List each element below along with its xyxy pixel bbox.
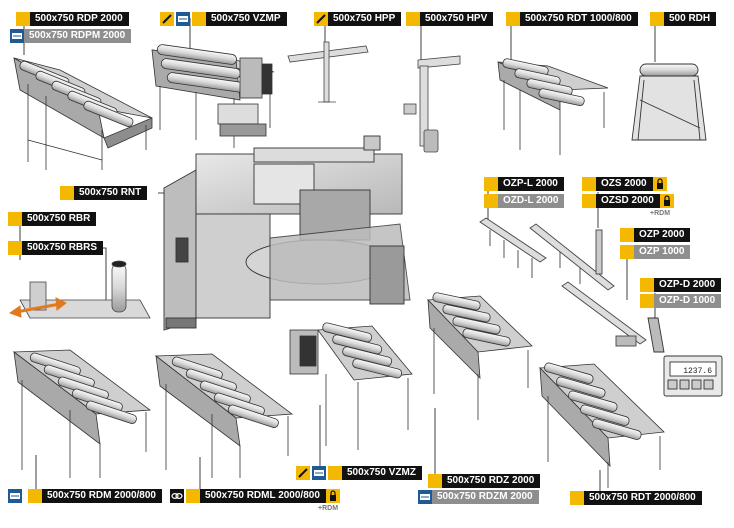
label-rnt[interactable]: 500x750 RNT (60, 186, 148, 200)
pencil-icon (314, 12, 328, 26)
accent-square (484, 194, 498, 208)
label-hpp[interactable]: 500x750 HPP (314, 12, 402, 26)
label-ozp-1000[interactable]: OZP 1000 (620, 245, 691, 259)
label-rdz-2000[interactable]: 500x750 RDZ 2000 (428, 474, 541, 488)
label-text: 500x750 HPP (328, 12, 402, 26)
label-rdm-2000-800[interactable]: 500x750 RDM 2000/800 (8, 489, 162, 503)
roller-icon (176, 12, 190, 26)
accent-square (640, 294, 654, 308)
accent-square (406, 12, 420, 26)
accent-square (328, 466, 342, 480)
accent-square (506, 12, 520, 26)
label-text: 500x750 RBRS (22, 241, 104, 255)
accent-square (8, 212, 22, 226)
label-text: 500x750 RDZ 2000 (442, 474, 541, 488)
label-vzmp[interactable]: 500x750 VZMP (160, 12, 287, 26)
padlock-icon (659, 194, 674, 208)
label-ozp-d-2000[interactable]: OZP-D 2000 (640, 278, 722, 292)
label-text: 500x750 RDT 1000/800 (520, 12, 638, 26)
accent-square (484, 177, 498, 191)
pencil-icon (296, 466, 310, 480)
label-text: 500x750 RDZM 2000 (432, 490, 539, 504)
label-rbrs[interactable]: 500x750 RBRS (8, 241, 104, 255)
label-rdt-1000-800[interactable]: 500x750 RDT 1000/800 (506, 12, 638, 26)
roller-icon (418, 490, 432, 504)
label-vzmz[interactable]: 500x750 VZMZ (296, 466, 422, 480)
label-rdpm-2000[interactable]: 500x750 RDPM 2000 (10, 29, 132, 43)
label-text: 500x750 RBR (22, 212, 97, 226)
label-rbr[interactable]: 500x750 RBR (8, 212, 97, 226)
accent-square (16, 12, 30, 26)
label-rdt-2000-800[interactable]: 500x750 RDT 2000/800 (570, 491, 702, 505)
accent-square (428, 474, 442, 488)
label-text: 500x750 RDM 2000/800 (42, 489, 162, 503)
label-rdml-2000-800[interactable]: 500x750 RDML 2000/800 (170, 489, 340, 503)
pencil-icon (160, 12, 174, 26)
panel-readout: 1237.6 (683, 367, 712, 376)
label-ozs-2000[interactable]: OZS 2000 (582, 177, 667, 191)
label-text: OZSD 2000 (596, 194, 660, 208)
label-rdzm-2000[interactable]: 500x750 RDZM 2000 (418, 490, 539, 504)
label-text: 500x750 VZMZ (342, 466, 422, 480)
label-ozp-d-1000[interactable]: OZP-D 1000 (640, 294, 722, 308)
label-text: 500x750 RNT (74, 186, 148, 200)
label-text: OZP 1000 (634, 245, 691, 259)
label-text: 500x750 RDML 2000/800 (200, 489, 326, 503)
label-text: OZP 2000 (634, 228, 691, 242)
accent-square (28, 489, 42, 503)
label-text: 500x750 RDPM 2000 (24, 29, 132, 43)
label-rdh[interactable]: 500 RDH (650, 12, 717, 26)
label-ozp-2000[interactable]: OZP 2000 (620, 228, 691, 242)
chain-icon (170, 489, 184, 503)
accent-square (192, 12, 206, 26)
label-text: 500 RDH (664, 12, 717, 26)
label-ozsd-2000[interactable]: OZSD 2000 (582, 194, 674, 208)
accent-square (582, 194, 596, 208)
accent-square (650, 12, 664, 26)
accent-square (640, 278, 654, 292)
roller-icon (312, 466, 326, 480)
label-text: OZS 2000 (596, 177, 653, 191)
accent-square (60, 186, 74, 200)
label-text: 500x750 RDP 2000 (30, 12, 129, 26)
accent-square (8, 241, 22, 255)
label-text: OZP-L 2000 (498, 177, 564, 191)
label-text: OZP-D 1000 (654, 294, 722, 308)
roller-icon (8, 489, 22, 503)
label-ozd-l-2000[interactable]: OZD-L 2000 (484, 194, 565, 208)
label-text: 500x750 VZMP (206, 12, 287, 26)
accent-square (570, 491, 584, 505)
roller-icon (10, 29, 24, 43)
ozsd-note: +RDM (650, 210, 671, 217)
label-rdp-2000[interactable]: 500x750 RDP 2000 (16, 12, 129, 26)
label-text: OZD-L 2000 (498, 194, 565, 208)
label-hpv[interactable]: 500x750 HPV (406, 12, 494, 26)
label-ozp-l-2000[interactable]: OZP-L 2000 (484, 177, 564, 191)
accent-square (620, 228, 634, 242)
accent-square (620, 245, 634, 259)
accent-square (582, 177, 596, 191)
label-text: OZP-D 2000 (654, 278, 722, 292)
rdml-note: +RDM (318, 505, 339, 512)
accent-square (186, 489, 200, 503)
label-text: 500x750 RDT 2000/800 (584, 491, 702, 505)
label-text: 500x750 HPV (420, 12, 494, 26)
padlock-icon (652, 177, 667, 191)
padlock-icon (325, 489, 340, 503)
